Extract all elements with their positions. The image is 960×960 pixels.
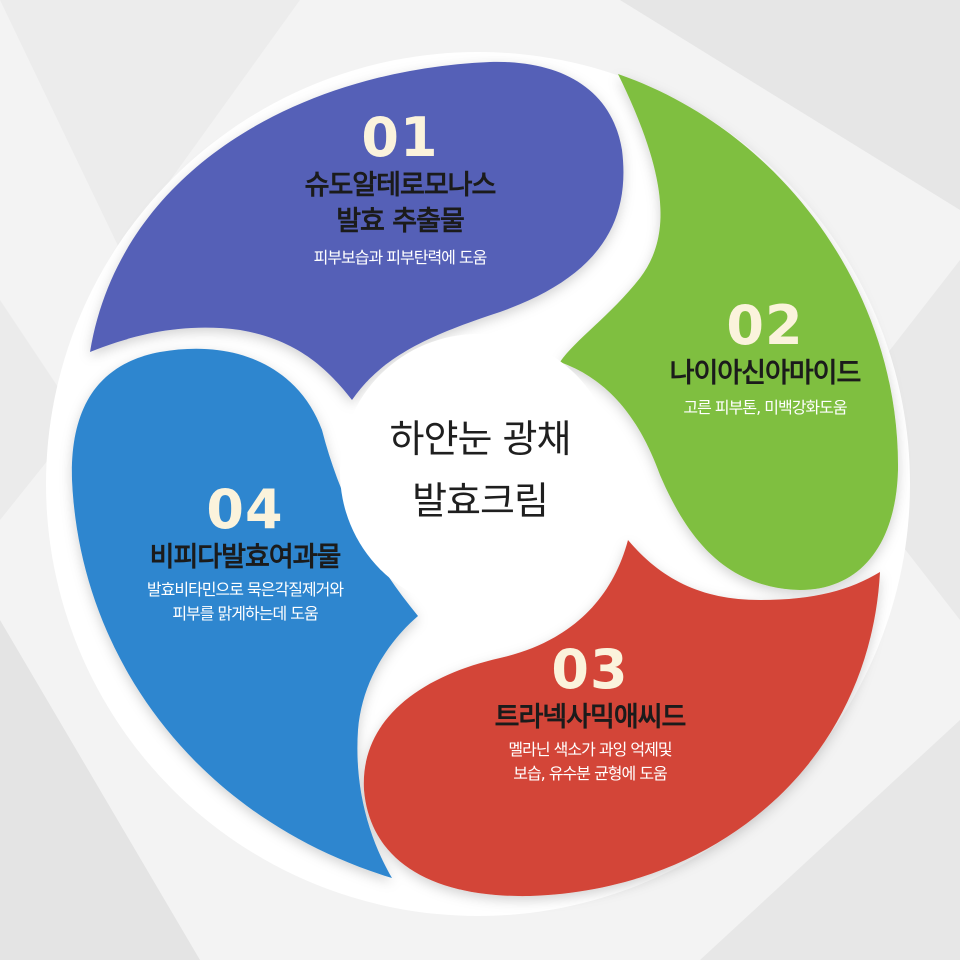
step-03-text: 03 트라넥사믹애씨드 멜라닌 색소가 과잉 억제및 보습, 유수분 균형에 도… [440,640,740,786]
step-04-text: 04 비피다발효여과물 발효비타민으로 묵은각질제거와 피부를 맑게하는데 도움 [100,480,390,626]
step-description: 멜라닌 색소가 과잉 억제및 [508,740,672,759]
segment-01 [90,61,624,400]
step-title: 나이아신아마이드 [669,358,862,389]
step-description: 고른 피부톤, 미백강화도움 [683,398,847,417]
step-number: 02 [726,294,804,357]
center-title-line1: 하얀눈 광채 [389,417,572,461]
step-title: 슈도알테로모나스 [304,170,497,201]
step-02-text: 02 나이아신아마이드 고른 피부톤, 미백강화도움 [630,296,900,420]
step-description-line2: 피부를 맑게하는데 도움 [172,604,318,623]
step-title: 비피다발효여과물 [149,542,342,573]
step-description-line2: 보습, 유수분 균형에 도움 [513,764,668,783]
segment-02 [560,74,899,590]
step-description: 발효비타민으로 묵은각질제거와 [146,580,344,599]
step-title-line2: 발효 추출물 [336,206,465,237]
segment-04 [71,348,418,878]
step-number: 04 [206,478,284,541]
step-title: 트라넥사믹애씨드 [494,702,687,733]
step-number: 03 [551,638,629,701]
center-circle [340,334,616,610]
center-title-line2: 발효크림 [412,479,549,523]
step-number: 01 [361,106,439,169]
center-title: 하얀눈 광채 발효크림 [345,408,615,532]
segment-03 [363,540,880,897]
step-description: 피부보습과 피부탄력에 도움 [313,248,488,267]
step-01-text: 01 슈도알테로모나스 발효 추출물 피부보습과 피부탄력에 도움 [250,108,550,270]
